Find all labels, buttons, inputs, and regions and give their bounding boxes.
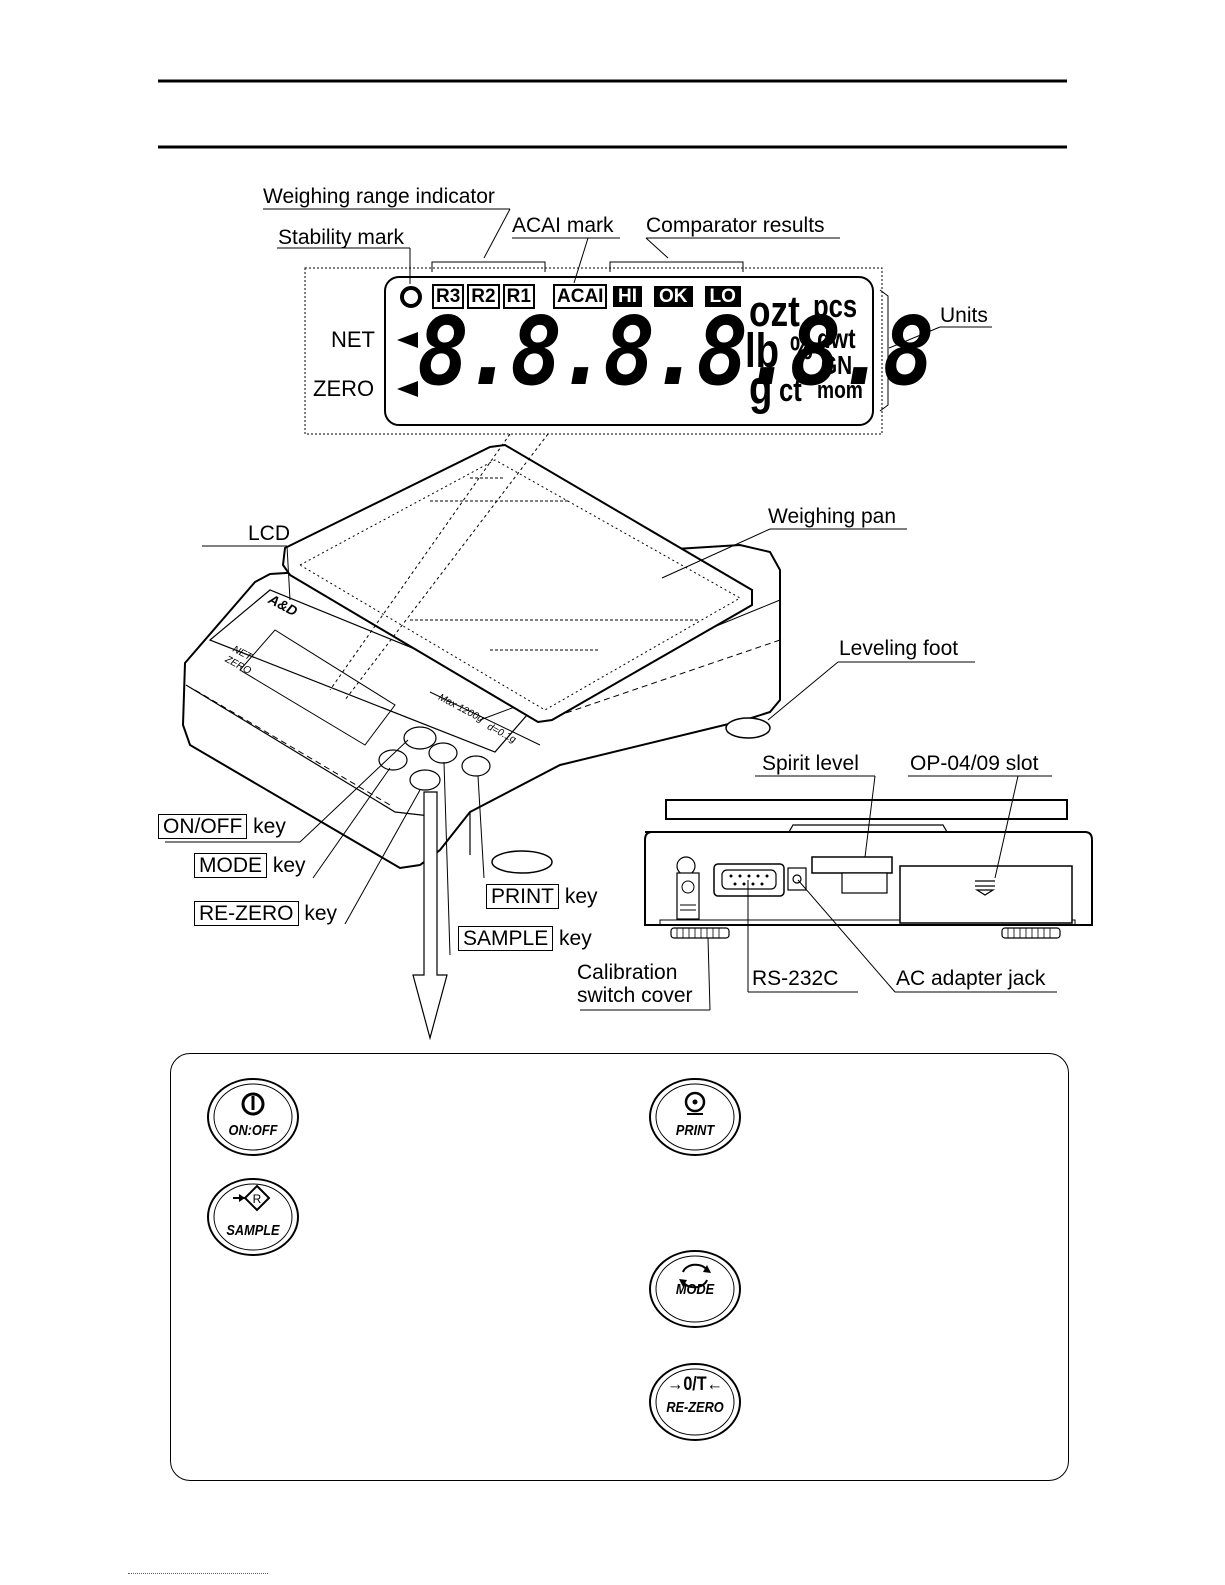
label-re-zero-key: RE-ZERO key <box>194 901 338 926</box>
re-zero-button[interactable] <box>647 1361 743 1443</box>
unit-ozt: ozt <box>749 287 800 336</box>
label-weighing-range-indicator: Weighing range indicator <box>263 185 495 208</box>
label-ac-adapter-jack: AC adapter jack <box>896 967 1046 990</box>
unit-ct: ct <box>779 372 802 408</box>
key-reference-box <box>170 1053 1069 1481</box>
balance-diagram <box>165 208 1093 1040</box>
on-off-button-label: ON:OFF <box>228 1122 278 1139</box>
mode-keyname: MODE <box>194 853 267 878</box>
label-calibration-line2: switch cover <box>577 984 693 1007</box>
comparator-results: HI OK LO <box>613 286 741 308</box>
lcd-panel <box>384 276 874 426</box>
re-zero-button-label: RE-ZERO <box>666 1399 724 1416</box>
key-word: key <box>559 927 592 950</box>
label-spirit-level: Spirit level <box>762 752 859 775</box>
unit-g: g <box>749 362 773 415</box>
down-arrow-icon <box>412 791 448 1040</box>
lcd-net-label: NET <box>331 327 375 352</box>
sample-keyname: SAMPLE <box>458 926 554 951</box>
lcd-digits: 8.8.8.8.8.8 <box>417 298 935 407</box>
label-comparator-results: Comparator results <box>646 214 825 237</box>
label-calibration-line1: Calibration <box>577 961 678 984</box>
leveling-foot-right <box>725 717 771 739</box>
label-units: Units <box>940 304 988 327</box>
print-button-label: PRINT <box>675 1122 715 1139</box>
label-print-key: PRINT key <box>486 884 598 909</box>
lcd-callout-frame <box>304 267 883 435</box>
on-off-keyname: ON/OFF <box>158 814 248 839</box>
stability-mark-icon <box>400 286 422 308</box>
range-mark-r1: R1 <box>502 284 535 309</box>
print-button[interactable] <box>647 1076 743 1158</box>
key-word: key <box>272 854 306 877</box>
label-lcd: LCD <box>248 522 291 545</box>
header-rules <box>158 79 1067 149</box>
comparator-lo: LO <box>704 286 741 307</box>
label-op-slot: OP-04/09 slot <box>910 752 1039 775</box>
label-leveling-foot: Leveling foot <box>839 637 959 660</box>
acai-mark: ACAI <box>553 284 608 309</box>
print-keyname: PRINT <box>486 884 559 909</box>
mode-button-label: MODE <box>675 1281 715 1298</box>
label-weighing-pan: Weighing pan <box>768 505 897 528</box>
zero-arrow-icon <box>397 381 418 397</box>
unit-dwt: dwt <box>817 323 856 354</box>
weighing-pan-outline <box>281 443 753 724</box>
unit-mom: mom <box>817 377 863 404</box>
mode-button[interactable] <box>647 1248 743 1330</box>
sample-button[interactable]: R <box>205 1176 301 1258</box>
leveling-foot-front <box>491 850 553 874</box>
re-zero-keyname: RE-ZERO <box>194 901 299 926</box>
label-sample-key: SAMPLE key <box>458 926 592 951</box>
svg-text:R: R <box>253 1192 262 1206</box>
range-mark-r2: R2 <box>467 284 500 309</box>
spirit-level-rect <box>811 856 893 874</box>
footer-rule <box>128 1573 268 1574</box>
acai-mark-text: ACAI <box>553 284 608 309</box>
range-mark-r3: R3 <box>432 284 465 309</box>
unit-pcs: pcs <box>813 288 858 324</box>
label-mode-key: MODE key <box>194 853 306 878</box>
re-zero-symbol: →0/T← <box>667 1374 723 1395</box>
label-rs232c: RS-232C <box>752 967 839 990</box>
lcd-zero-label: ZERO <box>313 376 375 401</box>
on-off-button[interactable] <box>205 1076 301 1158</box>
key-word: key <box>564 885 598 908</box>
rear-pan <box>665 799 1068 820</box>
comparator-hi: HI <box>613 286 642 307</box>
key-word: key <box>304 902 338 925</box>
net-arrow-icon <box>397 332 418 348</box>
unit-percent: % <box>790 330 813 366</box>
label-on-off-key: ON/OFF key <box>158 814 286 839</box>
comparator-ok: OK <box>654 286 693 307</box>
unit-lb: lb <box>745 325 780 378</box>
sample-button-label: SAMPLE <box>226 1222 280 1239</box>
unit-gn: GN <box>821 350 853 380</box>
label-stability-mark: Stability mark <box>278 226 405 249</box>
label-acai-mark: ACAI mark <box>512 214 614 237</box>
key-word: key <box>253 815 286 838</box>
